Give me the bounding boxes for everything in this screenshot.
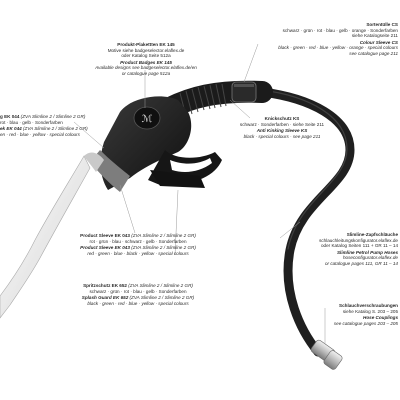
product-sleeve-title-rest: (ZVA Slimline 2 / Slimline 2 GR) [129,233,196,238]
label-colour-sleeve: Sortentülle CS schwarz · grün · rot · bl… [262,22,398,57]
label-anti-kinking: Knickschutz KS schwarz · Sonderfarben · … [222,116,342,139]
splash-guard-title: Spritzschutz EK 652 [83,283,127,288]
hose-highlight [261,89,348,250]
slimline-hose-en-line2: or catalogue pages 111, GR 11 – 14 [324,260,398,266]
slimline-hose-title-en: Slimline Petrol Pump Hoses [336,249,398,255]
product-sleeve-title-en-rest: (ZVA Slimline 2 / Slimline 2 GR) [129,245,196,251]
anti-kinking-title-en: Anti Kinking Sleeve KS [256,128,308,134]
colour-sleeve-de-line2: siehe Katalogseite 211 [351,33,398,39]
badge-title-en: Product Badges EK 145 [120,59,172,65]
badge-title: Produkt-Plakettten EK 145 [117,42,175,47]
ek044-line4: en · red · blue · yellow · special colou… [0,131,80,137]
label-splash-guard: Spritzschutz EK 652 (ZVA Slimline 2 / Sl… [68,283,208,306]
product-sleeve-title-en: Product Sleeve EK 043 [80,245,130,251]
nozzle-body [100,96,222,190]
colour-sleeve [231,81,257,103]
product-badge: ℳ [133,106,161,130]
anti-kinking-en-line1: black · special colours · see page 211 [243,133,321,139]
nozzle-logo-icon: ℳ [142,114,153,125]
hose-couplings-title-en: Hose Couplings [363,315,398,321]
ek044-line1-rest: (ZVA Slimline 2 / Slimline 2 GR) [19,114,86,119]
hose-couplings-de-line1: siehe Katalog S. 203 – 205 [342,308,398,314]
anti-kinking-de-line1: schwarz · Sonderfarben · siehe Seite 211 [239,121,325,127]
ek044-line1-bold: g EK 044 [0,114,20,119]
badge-de-line1: Motive siehe badgeselector.elaflex.de [107,47,185,53]
hose-coupling [310,339,343,370]
colour-sleeve-title-en: Colour Sleeve CS [359,39,398,45]
label-hose-couplings: Schlauchverschraubungen siehe Katalog S.… [278,303,398,326]
colour-sleeve-de-line1: schwarz · grün · rot · blau · gelb · ora… [282,27,398,33]
label-slimline-hose: Slimline-Zapfschläuche schlauchleitungsk… [286,232,398,267]
splash-guard [84,152,104,172]
badge-en-line2: or catalogue page 512a [121,70,171,76]
hose-couplings-en-line1: see catalogue pages 203 – 205 [333,320,398,326]
badge-de-line2: oder Katalog Seite 512a [121,53,171,59]
ek044-line3-rest: (ZVA Slimline 2 / Slimline 2 GR) [21,126,88,132]
ek044-line3-bold: ek EK 044 [0,126,22,132]
slimline-hose-en-line1: hoseconfigurator.elaflex.de [343,255,398,261]
label-product-sleeve: Product Sleeve EK 043 (ZVA Slimline 2 / … [68,233,208,256]
label-product-badges: Produkt-Plakettten EK 145 Motive siehe b… [86,42,206,77]
hose-couplings-title: Schlauchverschraubungen [339,303,398,308]
splash-guard-title-rest: (ZVA Slimline 2 / Slimline 2 GR) [126,283,193,288]
spout [0,155,91,319]
splash-guard-de-line1: schwarz · grün · rot · blau · gelb · Son… [89,288,187,294]
anti-kinking-title: Knickschutz KS [264,116,300,121]
colour-sleeve-en-line2: see catalogue page 211 [349,50,398,56]
splash-guard-title-en: Splash Guard EK 652 [81,295,129,301]
slimline-hose-title: Slimline-Zapfschläuche [346,232,398,237]
splash-guard-en-line1: black · green · red · blue · yellow · sp… [87,300,189,306]
slimline-hose-de-line1: schlauchleitungskonfigurator.elaflex.de [319,237,398,243]
colour-sleeve-en-line1: black · green · red · blue · yellow · or… [278,45,398,51]
ek044-line2: rot · blau · gelb · Sonderfarben [0,119,63,125]
product-sleeve-title: Product Sleeve EK 043 [80,233,130,238]
label-ek044: g EK 044 (ZVA Slimline 2 / Slimline 2 GR… [0,114,92,137]
leader-lines [73,43,326,344]
slimline-hose-de-line2: oder Katalog Seiten 111 + GR 11 – 14 [321,243,398,249]
product-sleeve-en-line1: red · green · blue · black · yellow · sp… [87,250,189,256]
colour-sleeve-title: Sortentülle CS [366,22,398,27]
splash-guard-title-en-rest: (ZVA Slimline 2 / Slimline 2 GR) [128,295,195,301]
badge-en-line1: Available designs see badgeselector.elaf… [95,65,197,71]
product-sleeve-de-line1: rot · grün · blau · schwarz · gelb · Son… [89,238,187,244]
